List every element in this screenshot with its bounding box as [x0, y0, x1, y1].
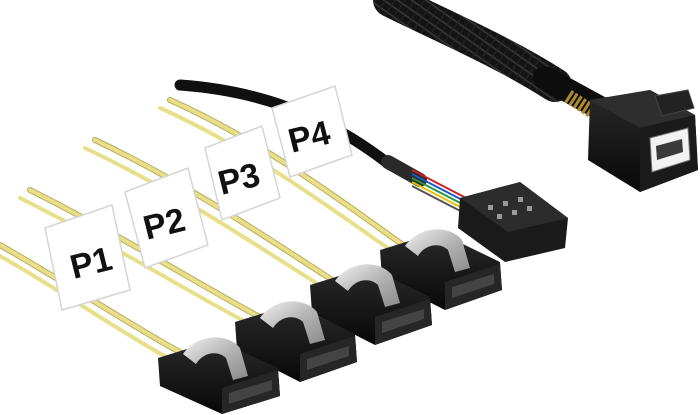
- label-tag-p2: P2: [124, 167, 209, 269]
- label-tag-p3: P3: [204, 124, 281, 222]
- label-tag-p4: P4: [271, 85, 353, 178]
- label-tag-p1: P1: [44, 204, 131, 311]
- sata-connector-p1: [158, 337, 280, 414]
- braided-trunk-cable: [373, 0, 612, 120]
- mini-sas-hd-connector: [588, 89, 698, 192]
- sata-connector-p3: [310, 264, 432, 345]
- sideband-connector: [458, 182, 568, 262]
- sata-connector-p2: [235, 301, 357, 382]
